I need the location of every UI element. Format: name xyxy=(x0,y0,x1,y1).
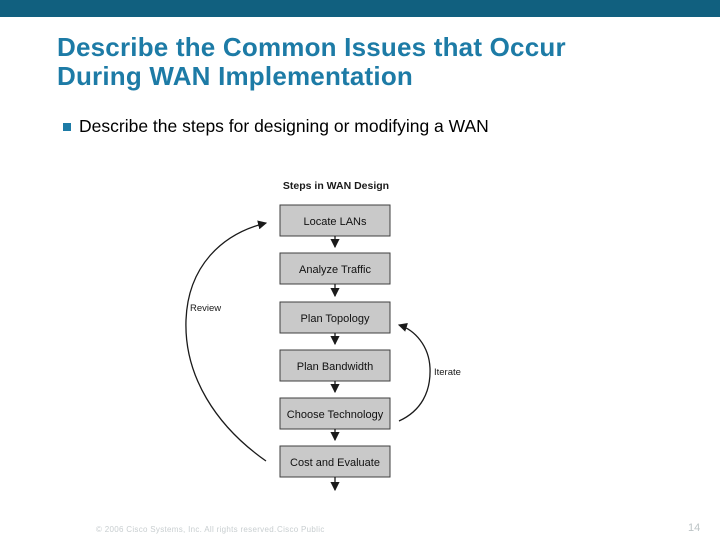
flow-step-cost-and-evaluate: Cost and Evaluate xyxy=(279,445,391,478)
flow-step-label: Locate LANs xyxy=(304,216,367,228)
slide-title-line2: During WAN Implementation xyxy=(57,61,413,92)
review-label: Review xyxy=(190,303,221,314)
header-bar xyxy=(0,0,720,17)
flow-step-box xyxy=(279,349,391,382)
review-loop-arrow-icon xyxy=(185,220,268,462)
slide-title-line1: Describe the Common Issues that Occur xyxy=(57,32,566,62)
flow-step-box xyxy=(279,301,391,334)
flow-step-label: Plan Topology xyxy=(301,313,370,325)
flow-step-box xyxy=(279,445,391,478)
iterate-loop-arrow-icon xyxy=(397,323,431,422)
flow-step-box xyxy=(279,252,391,285)
iterate-label: Iterate xyxy=(434,367,461,378)
flow-step-label: Plan Bandwidth xyxy=(297,361,373,373)
bullet-item: Describe the steps for designing or modi… xyxy=(63,116,489,137)
footer-classification: Cisco Public xyxy=(277,525,325,534)
bullet-marker-icon xyxy=(63,122,71,131)
flow-step-label: Choose Technology xyxy=(287,409,384,421)
flow-step-locate-lans: Locate LANs xyxy=(279,204,391,237)
flow-step-plan-topology: Plan Topology xyxy=(279,301,391,334)
flow-step-choose-technology: Choose Technology xyxy=(279,397,391,430)
page-number: 14 xyxy=(688,522,701,534)
flow-step-label: Analyze Traffic xyxy=(299,264,371,276)
flow-step-label: Cost and Evaluate xyxy=(290,457,380,469)
bullet-text: Describe the steps for designing or modi… xyxy=(79,116,489,136)
diagram-title: Steps in WAN Design xyxy=(283,180,389,192)
flow-step-box xyxy=(279,204,391,237)
footer-copyright: © 2006 Cisco Systems, Inc. All rights re… xyxy=(96,525,277,534)
wan-design-flowchart: Steps in WAN Design Locate LANs Analyze … xyxy=(185,180,461,492)
flow-step-analyze-traffic: Analyze Traffic xyxy=(279,252,391,285)
flow-step-plan-bandwidth: Plan Bandwidth xyxy=(279,349,391,382)
